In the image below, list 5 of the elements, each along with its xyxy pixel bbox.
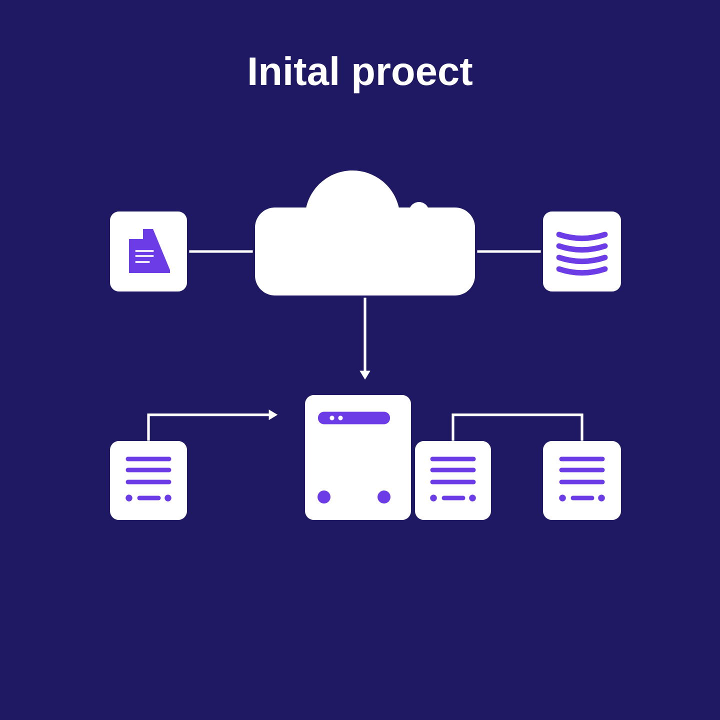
title: Inital proect <box>250 56 472 94</box>
connector-line <box>189 250 253 253</box>
connector-line <box>477 250 541 253</box>
connector-line <box>452 414 584 441</box>
cloud <box>255 170 475 296</box>
